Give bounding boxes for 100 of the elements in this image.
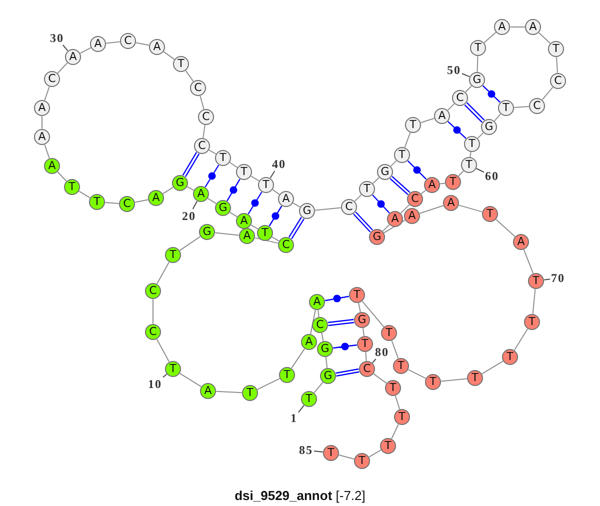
- nucleotide-circle: T: [354, 453, 370, 469]
- nucleotide-circle: T: [405, 117, 421, 133]
- nucleotide-circle: C: [145, 324, 161, 340]
- nucleotide-circle: C: [198, 109, 214, 125]
- backbone-line: [179, 372, 202, 388]
- position-number: 85: [299, 444, 313, 456]
- backbone-line: [200, 95, 204, 110]
- leader-line: [192, 200, 198, 210]
- backbone-line: [152, 298, 154, 324]
- nucleotide-circle: A: [513, 234, 529, 250]
- backbone-line: [373, 373, 387, 384]
- leader-line: [162, 374, 168, 378]
- backbone-line: [250, 176, 260, 182]
- nucleotide-circle: T: [236, 164, 252, 180]
- backbone-line: [368, 450, 382, 458]
- position-number: 1: [290, 412, 298, 424]
- backbone-line: [163, 51, 175, 60]
- backbone-line: [216, 390, 242, 394]
- nucleotide-circle: G: [317, 341, 333, 357]
- nucleotide-circle: A: [90, 36, 106, 52]
- nucleotide-circle: A: [34, 129, 50, 145]
- backbone-line: [358, 302, 361, 312]
- backbone-line: [207, 198, 217, 204]
- backbone-line: [514, 328, 528, 351]
- backbone-line: [134, 199, 148, 203]
- nucleotide-circle: A: [278, 191, 294, 207]
- base-pair-line: [372, 194, 390, 214]
- position-number: 40: [272, 158, 286, 170]
- backbone-line: [214, 232, 240, 236]
- nucleotide-circle: T: [461, 157, 477, 173]
- nucleotide-circle: A: [193, 186, 209, 202]
- nucleotide-circle: T: [279, 367, 295, 383]
- backbone-line: [408, 369, 426, 379]
- backbone-line: [538, 32, 551, 44]
- backbone-line: [354, 194, 362, 202]
- backbone-line: [57, 171, 67, 182]
- leader-line: [62, 44, 68, 52]
- nucleotide-circle: A: [424, 177, 440, 193]
- nucleotide-circle: T: [89, 194, 105, 210]
- nucleotide-circle: T: [502, 349, 518, 365]
- backbone-line: [419, 205, 444, 214]
- position-number: 20: [182, 210, 196, 222]
- nucleotide-circle: G: [299, 203, 315, 219]
- nucleotide-circle: T: [394, 147, 410, 163]
- backbone-line: [404, 132, 411, 148]
- base-pair-line: [182, 152, 200, 178]
- nucleotide-circle: G: [354, 312, 370, 328]
- base-pair-line: [335, 368, 360, 377]
- nucleotide-circle: C: [312, 317, 328, 333]
- nucleotide-circle: C: [359, 361, 375, 377]
- base-pair-line: [407, 160, 427, 180]
- position-number: 30: [50, 32, 64, 44]
- base-pair-line: [390, 176, 410, 196]
- backbone-line: [338, 454, 355, 460]
- backbone-line: [496, 219, 516, 237]
- nucleotide-circle: T: [524, 314, 540, 330]
- nucleotide-circle: A: [301, 334, 317, 350]
- backbone-line: [465, 86, 472, 92]
- nucleotide-circle: T: [394, 409, 410, 425]
- backbone-line: [420, 118, 435, 124]
- position-number: 60: [485, 170, 499, 182]
- nucleotide-circle: C: [44, 71, 60, 87]
- backbone-line: [391, 424, 399, 440]
- backbone-line: [542, 86, 554, 100]
- nucleotide-circle: A: [236, 213, 252, 229]
- nucleotide-circle: A: [149, 39, 165, 55]
- backbone-line: [186, 186, 194, 191]
- backbone-line: [44, 144, 50, 159]
- backbone-line: [510, 26, 526, 28]
- backbone-line: [514, 106, 530, 108]
- leader-line: [462, 73, 470, 78]
- nucleotide-circle: T: [165, 361, 181, 377]
- nucleotide-circle: A: [494, 19, 510, 35]
- backbone-line: [394, 395, 400, 410]
- nucleotide-circle: C: [119, 196, 135, 212]
- backbone-line: [179, 236, 201, 251]
- base-pair-line: [464, 102, 485, 123]
- backbone-line: [325, 356, 328, 368]
- backbone-line: [482, 360, 504, 374]
- backbone-line: [420, 190, 426, 194]
- nucleotide-circle: C: [278, 237, 294, 253]
- base-pair-line: [268, 205, 282, 227]
- nucleotide-circle: T: [528, 273, 544, 289]
- nucleotide-circle: C: [550, 73, 566, 89]
- nucleotide-circle: T: [349, 287, 365, 303]
- nucleotide-circle: C: [407, 191, 423, 207]
- backbone-line: [256, 378, 280, 390]
- backbone-line: [447, 103, 455, 111]
- leader-line: [544, 278, 550, 280]
- nucleotide-circle: C: [529, 98, 545, 114]
- nucleotide-circle: T: [257, 225, 273, 241]
- backbone-line: [556, 56, 558, 74]
- backbone-line: [78, 190, 90, 198]
- position-number: 70: [551, 272, 565, 284]
- backbone-line: [314, 382, 324, 394]
- backbone-line: [484, 32, 496, 44]
- backbone-line: [362, 328, 364, 336]
- backbone-line: [250, 224, 258, 230]
- backbone-line: [272, 189, 280, 195]
- backbone-line: [57, 62, 68, 74]
